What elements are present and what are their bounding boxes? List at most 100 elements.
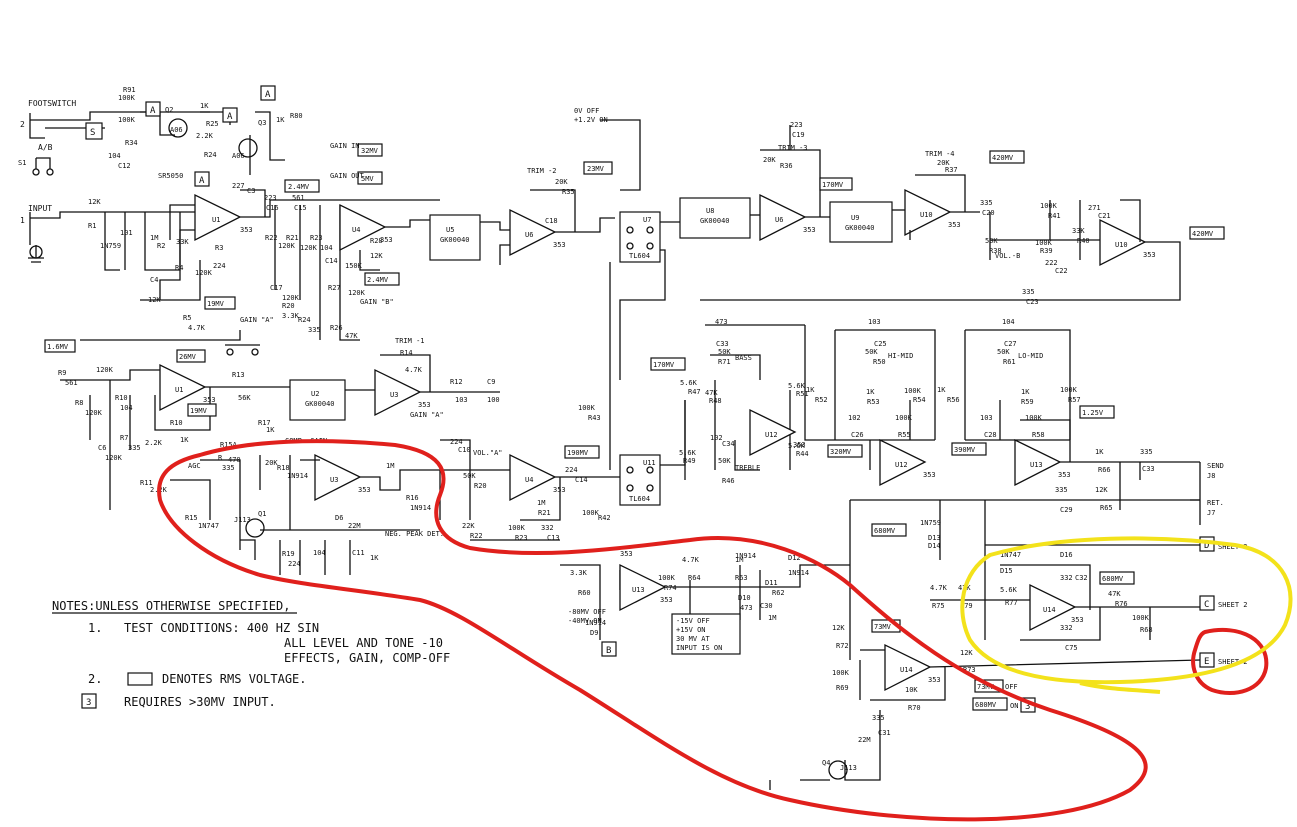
voltage-reading: 170MV <box>653 361 675 369</box>
footswitch-label: FOOTSWITCH <box>28 99 76 108</box>
op-amp-part-number: 353 <box>923 471 936 479</box>
component-value: 120K <box>105 454 123 462</box>
q3-transistor <box>238 138 258 158</box>
component-value: R54 <box>913 396 926 404</box>
component-value: R63 <box>735 574 748 582</box>
component-value: 50K <box>865 348 878 356</box>
voltage-reading: 5MV <box>361 175 374 183</box>
component-value: R80 <box>290 112 303 120</box>
component-value: 335 <box>222 464 235 472</box>
component-value: C15 <box>294 204 307 212</box>
component-value: 104 <box>313 549 326 557</box>
component-value: 335 <box>1055 486 1068 494</box>
on-label: ON <box>1010 702 1018 710</box>
component-value: 1K <box>370 554 379 562</box>
input-label: INPUT <box>28 204 52 213</box>
component-value: 1N914 <box>287 472 308 480</box>
component-value: 3.3K <box>282 312 300 320</box>
voltage-box <box>1099 571 1135 585</box>
return-bus <box>849 499 1200 660</box>
component-value: C23 <box>1026 298 1039 306</box>
bass-label: BASS <box>735 354 752 362</box>
tone-stack <box>684 324 1201 525</box>
component-value: C25 <box>874 340 887 348</box>
component-value: C14 <box>575 476 588 484</box>
u6a-wiring <box>530 189 615 233</box>
note-1-line-3: EFFECTS, GAIN, COMP-OFF <box>284 651 450 665</box>
component-value: C20 <box>982 209 995 217</box>
ret-label: RET. <box>1207 499 1224 507</box>
lower-right-stage <box>769 499 1215 790</box>
a-tag-box <box>222 107 238 123</box>
u10b-wiring <box>700 199 1181 301</box>
component-value: R65 <box>1100 504 1113 512</box>
component-value: 561 <box>65 379 78 387</box>
component-value: 1K <box>266 426 275 434</box>
v15-on-label: +15V ON <box>676 626 706 634</box>
component-value: 224 <box>450 438 463 446</box>
component-value: 100K <box>1035 239 1053 247</box>
component-value: A06 <box>232 152 245 160</box>
q1-transistor <box>245 518 265 538</box>
component-value: 100K <box>895 414 913 422</box>
component-value: 5.6K <box>788 442 806 450</box>
op-amp-designator: U1 <box>212 216 220 224</box>
tag-3: 3 <box>1025 702 1030 712</box>
op-amp-designator: U14 <box>1043 606 1056 614</box>
component-value: 4.7K <box>682 556 700 564</box>
voltage-box <box>176 349 206 363</box>
component-value: C27 <box>1004 340 1017 348</box>
op-amp-designator: U4 <box>525 476 533 484</box>
voltage-box <box>989 150 1025 164</box>
component-value: R22 <box>470 532 483 540</box>
op-amp-u6b <box>759 193 807 242</box>
component-value: R77 <box>1005 599 1018 607</box>
component-value: 100K <box>508 524 526 532</box>
component-value: D6 <box>335 514 343 522</box>
u14b-wiring <box>1020 606 1200 641</box>
component-value: 1K <box>276 116 285 124</box>
op-amp-part-number: 353 <box>203 396 216 404</box>
footswitch-pin-label: 2 <box>20 120 25 129</box>
u1a-wiring <box>159 199 440 300</box>
op-amp-designator: U10 <box>1115 241 1128 249</box>
voltage-reading: 23MV <box>587 165 605 173</box>
tag-d: D <box>1204 541 1209 551</box>
send-label: SEND <box>1207 462 1224 470</box>
component-value: R79 <box>960 602 973 610</box>
switch-contact <box>626 484 634 492</box>
component-value: 335 <box>872 714 885 722</box>
u10a-wiring <box>909 174 980 240</box>
component-value: 20K <box>555 178 568 186</box>
op-amp-part-number: 353 <box>1058 471 1071 479</box>
component-value: 1N914 <box>410 504 431 512</box>
note-1-line-1: TEST CONDITIONS: 400 HZ SIN <box>124 621 319 635</box>
sheet-c-label: SHEET 2 <box>1218 601 1248 609</box>
a-tag-box <box>194 171 210 187</box>
note-2-box-symbol <box>127 672 153 686</box>
op-amp-part-number: 353 <box>418 401 431 409</box>
component-value: R52 <box>815 396 828 404</box>
op-amp-part-number: 353 <box>553 241 566 249</box>
voltage-box <box>972 697 1008 711</box>
a-tag-box <box>260 85 276 101</box>
switch-contact <box>626 242 634 250</box>
component-value: R22 <box>265 234 278 242</box>
component-value: 2.2K <box>145 439 163 447</box>
tag-e: E <box>1204 657 1209 667</box>
u3a-wiring <box>380 354 500 393</box>
op-amp-designator: U12 <box>895 461 908 469</box>
component-value: R62 <box>772 589 785 597</box>
component-value: 12K <box>960 649 973 657</box>
component-value: R21 <box>538 509 551 517</box>
voltage-labels: 32MV5MV2.4MV23MV170MV420MV420MV19MV1.6MV… <box>47 147 1214 709</box>
component-value: R24 <box>204 151 217 159</box>
tag-b: B <box>606 646 611 656</box>
voltage-box <box>871 523 907 537</box>
switch-designator: U11 <box>643 459 656 467</box>
component-value: R50 <box>873 358 886 366</box>
component-value: 22M <box>858 736 871 744</box>
component-value: R75 <box>932 602 945 610</box>
u4b-wiring <box>470 476 620 541</box>
